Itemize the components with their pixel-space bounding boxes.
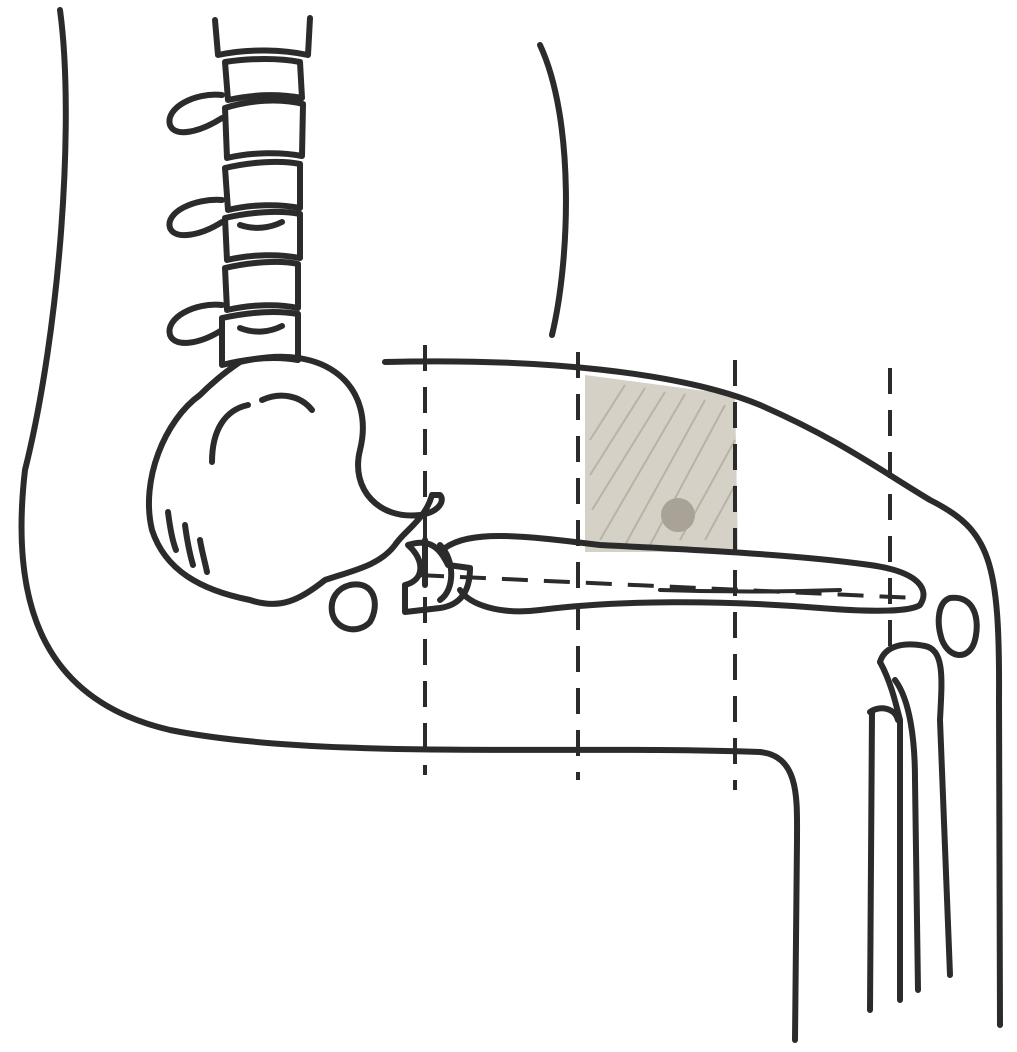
lower-leg [870,644,950,1010]
femur [445,536,923,611]
target-dot [661,498,695,532]
femur-shaft-line [660,590,840,592]
spine-vertebrae [169,18,310,365]
pelvis [149,357,470,630]
kneecap [939,598,977,655]
highlighted-zone [585,375,738,552]
abdomen-outline [540,45,566,335]
